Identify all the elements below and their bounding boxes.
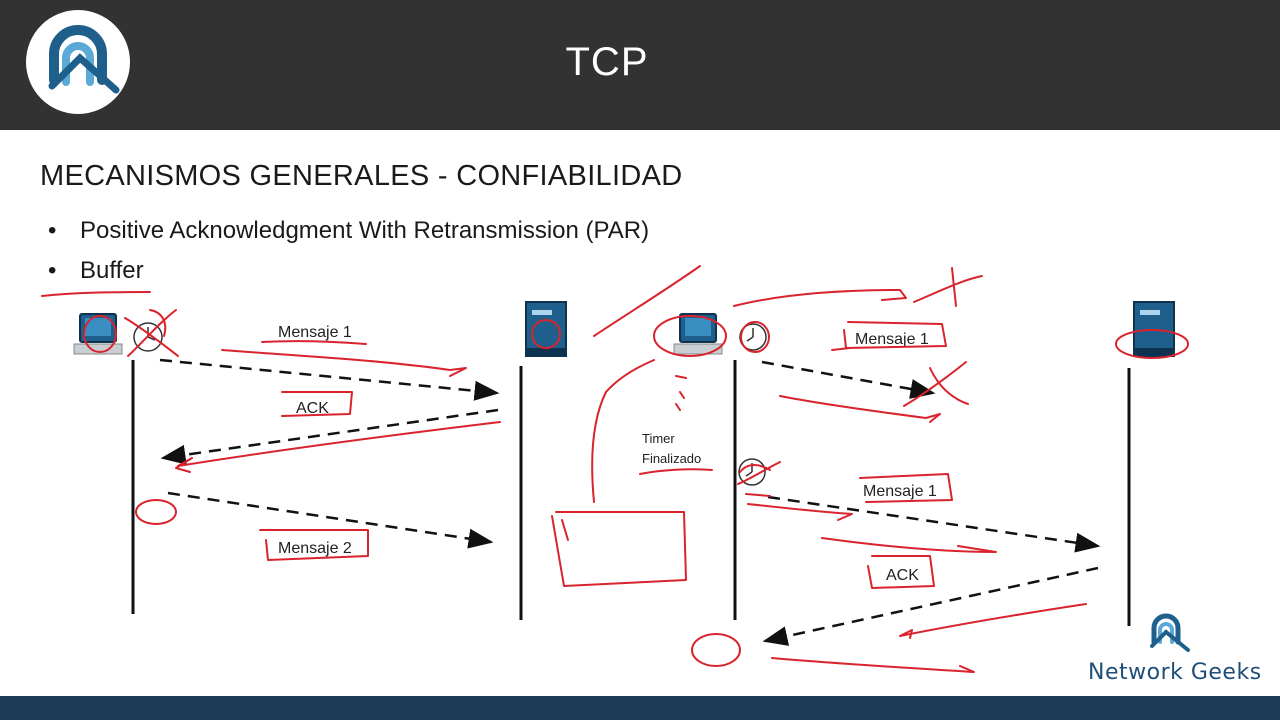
- logo: [26, 10, 130, 114]
- pc-icon: [73, 313, 123, 355]
- label-mensaje1-first: Mensaje 1: [855, 331, 929, 348]
- arrow-msg1-retry: [767, 495, 1101, 553]
- bullet-text: Buffer: [80, 257, 144, 284]
- arrow-msg2-left: [167, 491, 494, 549]
- label-ack-right: ACK: [886, 567, 919, 584]
- arrow-msg1-left: [159, 358, 500, 401]
- red-annotations: [41, 265, 1189, 673]
- bullet-dot-icon: •: [48, 217, 57, 244]
- bullet-item: • Buffer: [48, 254, 649, 294]
- logo-icon: [48, 25, 120, 94]
- label-timer: Timer: [642, 431, 675, 446]
- brand-name: Network Geeks: [1088, 660, 1262, 685]
- arrow-msg1-lost: [761, 360, 936, 399]
- bullet-text: Positive Acknowledgment With Retransmiss…: [80, 217, 650, 244]
- server-icon: [1133, 301, 1175, 357]
- bullet-list: • Positive Acknowledgment With Retransmis…: [48, 214, 649, 294]
- label-ack: ACK: [296, 400, 329, 417]
- label-mensaje1: Mensaje 1: [278, 324, 352, 341]
- header-bar: TCP: [0, 0, 1280, 130]
- brand-logo-icon: [1150, 613, 1190, 652]
- label-finalizado: Finalizado: [642, 451, 701, 466]
- arrow-ack-right: [762, 566, 1099, 646]
- footer-bar: [0, 696, 1280, 720]
- section-subtitle: MECANISMOS GENERALES - CONFIABILIDAD: [40, 160, 683, 192]
- label-mensaje2: Mensaje 2: [278, 540, 352, 557]
- bullet-dot-icon: •: [48, 257, 57, 284]
- arrow-ack-left: [160, 408, 499, 465]
- label-mensaje1-retry: Mensaje 1: [863, 483, 937, 500]
- pc-icon: [673, 313, 723, 355]
- bullet-item: • Positive Acknowledgment With Retransmis…: [48, 214, 649, 254]
- page-title: TCP: [565, 40, 649, 84]
